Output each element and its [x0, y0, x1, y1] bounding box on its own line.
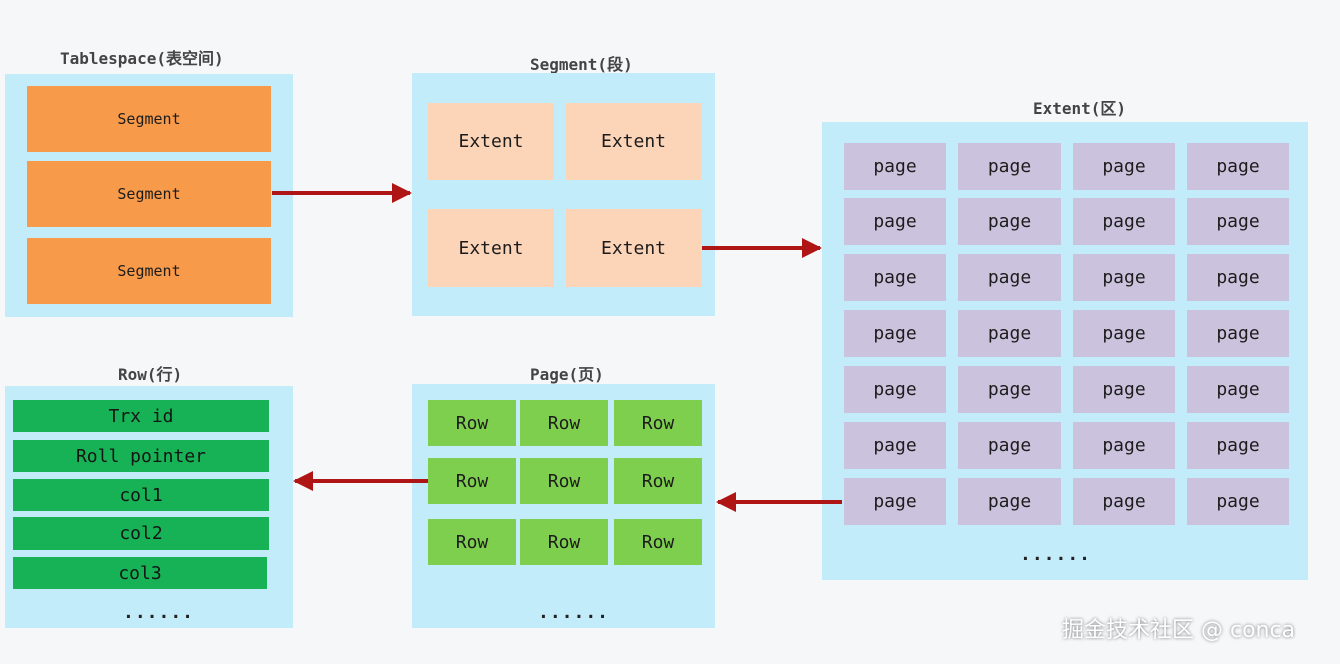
extent-page: page: [958, 422, 1061, 469]
extent-page: page: [958, 143, 1061, 190]
tablespace-segment: Segment: [27, 238, 271, 304]
extent-page: page: [1187, 254, 1289, 301]
extent-page: page: [1187, 310, 1289, 357]
segment-panel: Extent Extent Extent Extent: [412, 73, 715, 316]
extent-page: page: [958, 254, 1061, 301]
tablespace-panel: Segment Segment Segment: [5, 74, 293, 317]
extent-page: page: [844, 478, 946, 525]
segment-extent: Extent: [566, 103, 701, 180]
extent-page: page: [844, 198, 946, 245]
page-ellipsis: ......: [538, 602, 610, 623]
tablespace-segment: Segment: [27, 86, 271, 152]
tablespace-segment: Segment: [27, 161, 271, 227]
extent-page: page: [844, 310, 946, 357]
segment-extent: Extent: [428, 103, 554, 180]
extent-page: page: [1187, 422, 1289, 469]
segment-extent: Extent: [428, 209, 554, 287]
extent-page: page: [1187, 366, 1289, 413]
row-field-roll-pointer: Roll pointer: [13, 440, 269, 472]
extent-page: page: [1073, 478, 1175, 525]
row-panel: Trx id Roll pointer col1 col2 col3 .....…: [5, 386, 293, 628]
page-row: Row: [428, 519, 516, 565]
row-field-col1: col1: [13, 479, 269, 511]
extent-page: page: [1073, 366, 1175, 413]
page-row: Row: [428, 458, 516, 504]
page-row: Row: [614, 519, 702, 565]
extent-page: page: [1073, 422, 1175, 469]
extent-ellipsis: ......: [1020, 544, 1092, 565]
extent-page: page: [844, 143, 946, 190]
row-ellipsis: ......: [123, 602, 195, 623]
extent-page: page: [1073, 310, 1175, 357]
page-row: Row: [520, 519, 608, 565]
row-field-trx-id: Trx id: [13, 400, 269, 432]
page-row: Row: [428, 400, 516, 446]
extent-page: page: [1187, 198, 1289, 245]
page-row: Row: [520, 458, 608, 504]
segment-extent: Extent: [566, 209, 701, 287]
extent-page: page: [844, 254, 946, 301]
extent-page: page: [1073, 254, 1175, 301]
extent-page: page: [958, 198, 1061, 245]
segment-title: Segment(段): [530, 55, 633, 74]
extent-page: page: [1187, 143, 1289, 190]
page-row: Row: [614, 458, 702, 504]
extent-page: page: [1073, 143, 1175, 190]
extent-page: page: [958, 310, 1061, 357]
page-row: Row: [614, 400, 702, 446]
tablespace-title: Tablespace(表空间): [60, 49, 224, 68]
row-field-col3: col3: [13, 557, 267, 589]
extent-page: page: [958, 366, 1061, 413]
extent-page: page: [1073, 198, 1175, 245]
page-title: Page(页): [530, 365, 604, 384]
extent-page: page: [844, 366, 946, 413]
row-title: Row(行): [118, 365, 183, 384]
row-field-col2: col2: [13, 517, 269, 550]
extent-title: Extent(区): [1033, 99, 1127, 118]
extent-page: page: [844, 422, 946, 469]
extent-page: page: [958, 478, 1061, 525]
page-row: Row: [520, 400, 608, 446]
watermark: 掘金技术社区 @ conca: [1062, 618, 1296, 643]
extent-page: page: [1187, 478, 1289, 525]
